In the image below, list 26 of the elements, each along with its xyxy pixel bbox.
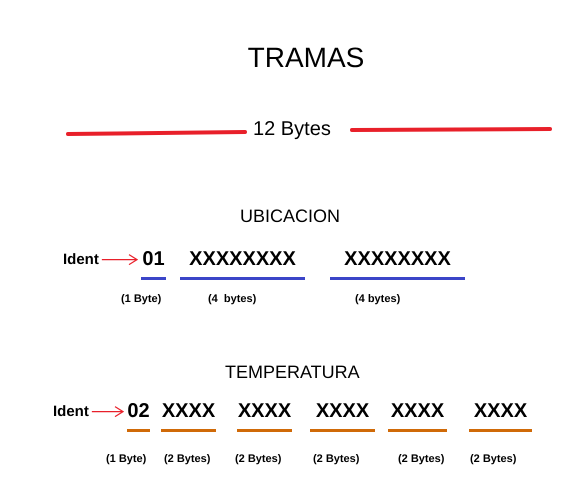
field-value: XXXX [388, 401, 447, 432]
field-value: XXXXXXXX [180, 249, 305, 280]
ident-label: Ident [63, 251, 99, 268]
byte-size-label: (1 Byte) [121, 293, 162, 306]
byte-size-label: (4 bytes) [355, 293, 400, 306]
byte-size-label: (2 Bytes) [235, 453, 282, 466]
byte-size-label: (4 bytes) [208, 293, 256, 306]
byte-size-label: (2 Bytes) [313, 453, 360, 466]
title: TRAMAS [246, 42, 366, 74]
byte-size-label: (1 Byte) [106, 453, 146, 466]
field-value: XXXX [310, 401, 375, 432]
dimension-label: 12 Bytes [253, 118, 331, 141]
byte-size-label: (2 Bytes) [470, 453, 516, 466]
arrow [102, 254, 138, 266]
arrow [92, 406, 124, 418]
field-value: XXXX [161, 401, 216, 432]
byte-size-label: (2 Bytes) [164, 453, 210, 466]
section-heading: TEMPERATURA [225, 362, 360, 383]
frame-id-field: 01 [141, 249, 166, 280]
field-value: XXXX [237, 401, 292, 432]
frame-id-field: 02 [127, 401, 150, 432]
section-heading: UBICACION [240, 206, 340, 227]
ident-label: Ident [53, 403, 89, 420]
byte-size-label: (2 Bytes) [398, 453, 444, 466]
field-value: XXXX [469, 401, 532, 432]
field-value: XXXXXXXX [330, 249, 465, 280]
